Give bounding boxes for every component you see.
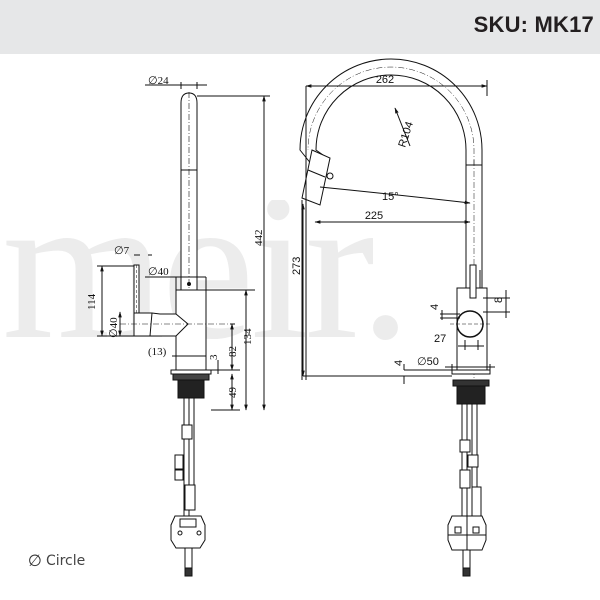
dim-body-height: 134	[242, 328, 254, 345]
dim-handle-center-height: 82	[227, 346, 239, 357]
header-bar: SKU: MK17	[0, 0, 600, 54]
side-view	[97, 82, 270, 577]
dim-reach: 262	[376, 74, 394, 86]
watermark: meir.	[0, 200, 600, 380]
dim-spray-height: 273	[291, 257, 303, 275]
technical-drawing: ∅24 442 ∅7 ∅40 114 ∅40 134 82 (13) 3 49	[86, 58, 510, 577]
dim-lever-offset: (13)	[148, 346, 167, 358]
legend: ∅ Circle	[28, 551, 85, 570]
dim-total-height: 442	[253, 230, 265, 247]
dim-handle-offset-right: 8	[493, 297, 505, 303]
dim-lever-height: 114	[86, 293, 98, 310]
dim-shank-length: 49	[227, 387, 239, 399]
dim-lever-diameter: ∅7	[114, 245, 130, 257]
dim-base-diameter: ∅50	[417, 356, 439, 368]
dim-spout-diameter: ∅24	[148, 75, 169, 87]
dim-spray-reach: 225	[365, 210, 383, 222]
dim-base-offset: 4	[393, 360, 405, 366]
dim-handle-offset-top: 4	[429, 304, 441, 310]
dim-base-plate: 3	[208, 354, 220, 360]
diameter-symbol-icon: ∅	[28, 551, 42, 570]
sku-label: SKU: MK17	[473, 12, 594, 37]
watermark-text: meir.	[2, 200, 412, 372]
front-view	[299, 58, 510, 577]
dim-bend-radius: R104	[396, 120, 416, 149]
legend-label: Circle	[45, 552, 86, 569]
dim-body-diameter: ∅40	[148, 266, 169, 278]
dim-spray-angle: 15°	[382, 191, 399, 203]
dim-handle-width: 27	[434, 333, 446, 345]
dim-handle-diameter: ∅40	[108, 317, 120, 338]
